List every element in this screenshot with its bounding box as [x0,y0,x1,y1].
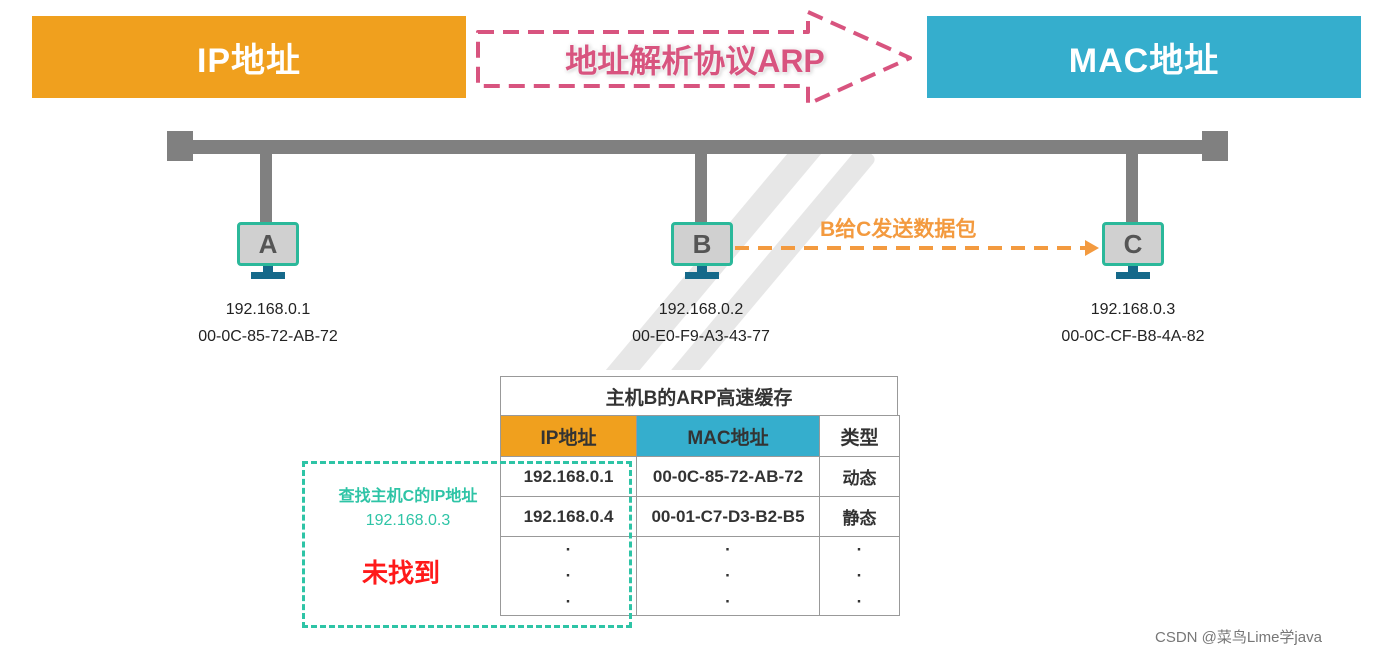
column-header-type: 类型 [819,415,900,457]
host-a-ip: 192.168.0.1 [225,301,311,318]
host-a-mac: 00-0C-85-72-AB-72 [198,328,338,345]
computer-monitor-icon: B [671,222,733,266]
drop-line-c [1126,154,1138,226]
ellipsis-cell: ··· [500,536,637,616]
column-header-mac: MAC地址 [636,415,820,457]
ip-address-banner: IP地址 [32,16,466,98]
footer-credit: CSDN @菜鸟Lime学java [1155,629,1322,646]
cell-type: 动态 [819,456,900,497]
network-bus [170,140,1227,154]
host-b-info: 192.168.0.2 00-E0-F9-A3-43-77 [591,296,811,350]
table-row-ellipsis: ··· ··· ··· [500,536,900,616]
arp-cache-table: IP地址 MAC地址 类型 192.168.0.1 00-0C-85-72-AB… [500,415,900,616]
cell-mac: 00-01-C7-D3-B2-B5 [636,496,820,537]
cell-mac: 00-0C-85-72-AB-72 [636,456,820,497]
host-b-mac: 00-E0-F9-A3-43-77 [632,328,770,345]
drop-line-a [260,154,272,226]
monitor-stand [1116,272,1150,279]
drop-line-b [695,154,707,226]
monitor-neck [263,266,273,272]
table-row: 192.168.0.4 00-01-C7-D3-B2-B5 静态 [500,496,900,537]
lookup-highlight-box [302,461,632,628]
computer-monitor-icon: C [1102,222,1164,266]
host-c-ip: 192.168.0.3 [1090,301,1176,318]
lookup-ip: 192.168.0.3 [365,512,451,529]
host-c-mac: 00-0C-CF-B8-4A-82 [1061,328,1205,345]
monitor-stand [251,272,285,279]
lookup-result: 未找到 [361,558,440,588]
send-dashed-arrow-icon [735,240,1099,256]
send-packet-label: B给C发送数据包 [820,218,977,241]
ip-address-banner-label: IP地址 [196,41,302,80]
lookup-title: 查找主机C的IP地址 [338,488,478,505]
ellipsis-cell: ··· [636,536,820,616]
host-a-info: 192.168.0.1 00-0C-85-72-AB-72 [158,296,378,350]
table-header-row: IP地址 MAC地址 类型 [500,415,900,457]
host-c: C [1102,222,1164,284]
monitor-neck [1128,266,1138,272]
host-c-label: C [1123,228,1143,259]
monitor-stand [685,272,719,279]
column-header-ip: IP地址 [500,415,637,457]
bus-terminator-right [1202,131,1228,161]
arp-dashed-arrow-icon [476,10,912,106]
bus-terminator-left [167,131,193,161]
computer-monitor-icon: A [237,222,299,266]
cell-type: 静态 [819,496,900,537]
mac-address-banner-label: MAC地址 [1068,41,1220,80]
host-b: B [671,222,733,284]
arp-protocol-label: 地址解析协议ARP [565,43,825,79]
host-b-ip: 192.168.0.2 [658,301,744,318]
host-a: A [237,222,299,284]
host-c-info: 192.168.0.3 00-0C-CF-B8-4A-82 [1023,296,1243,350]
ellipsis-cell: ··· [819,536,900,616]
host-b-label: B [692,228,712,259]
arp-cache-title: 主机B的ARP高速缓存 [500,376,898,415]
mac-address-banner: MAC地址 [927,16,1361,98]
monitor-neck [697,266,707,272]
host-a-label: A [258,228,278,259]
